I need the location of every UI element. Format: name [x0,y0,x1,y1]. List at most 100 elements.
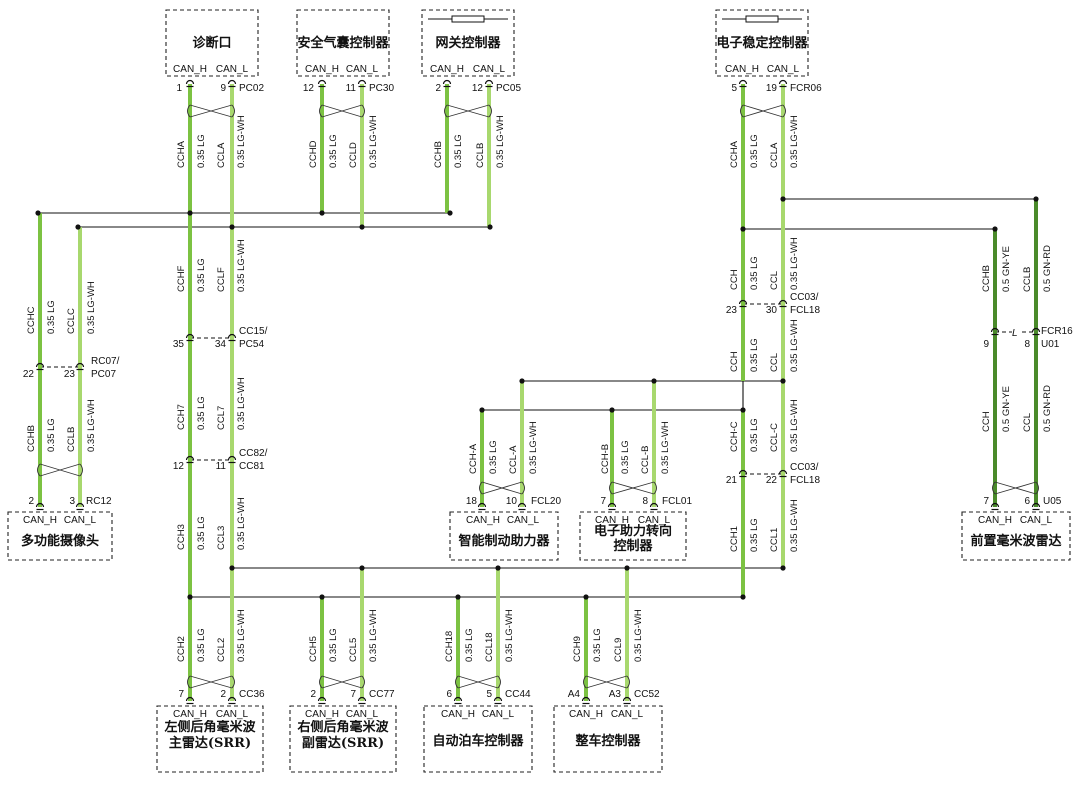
connector-terminal-29 [185,696,195,702]
wire-spec: 0.35 LG-WH [495,115,506,168]
connector-id: CC81 [239,461,265,472]
junction-group [35,79,1041,705]
wire-name: CCHB [981,265,992,292]
junction-dot-14 [651,378,657,384]
junction-dot-10 [1033,196,1039,202]
twisted-pair-mark-9 [187,675,235,689]
pin-number: 11 [346,83,357,94]
connector-id: PC07 [91,369,116,380]
connector-terminal-28 [1031,502,1041,508]
device-eps: CAN_H CAN_L 电子助力转向控制器 [579,511,687,561]
pin-number: 9 [220,83,226,94]
wire-name: CCHA [176,140,187,168]
junction-dot-17 [609,407,615,413]
pin-label-can-l: CAN_L [346,709,379,720]
pin-number: 2 [220,689,226,700]
wire-spec: 0.5 GN-YE [1001,246,1012,292]
device-box [961,511,1071,561]
wire-name: CCLC [66,308,77,334]
pin-number: 34 [215,339,227,350]
wire-spec: 0.35 LG-WH [660,421,671,474]
junction-dot-25 [319,594,325,600]
pin-number: 22 [766,475,778,486]
wire-name: CCHA [729,140,740,168]
pin-number: 35 [173,339,185,350]
pin-number: 2 [435,83,441,94]
pin-label-can-l: CAN_L [216,709,249,720]
connector-id: FCL01 [662,496,692,507]
wire-spec: 0.35 LG-WH [789,115,800,168]
wire-labels: CCHA 0.35 LG CCLA 0.35 LG-WH CCHD 0.35 L… [26,115,1053,662]
connector-id: PC05 [496,83,521,94]
connector-terminal-36 [622,696,632,702]
pin-number: 8 [1024,339,1030,350]
wire-name: CCL2 [216,638,227,662]
pin-label-can-h: CAN_H [305,709,339,720]
wire-name: CCHB [433,141,444,168]
device-name: 网关控制器 [435,35,501,51]
junction-dot-3 [319,210,325,216]
connector-terminal-16 [778,299,788,305]
pin-label-can-l: CAN_L [482,709,515,720]
pin-label-can-l: CAN_L [346,64,379,75]
junction-dot-9 [780,196,786,202]
junction-dot-11 [740,226,746,232]
wire-name: CCH-C [729,421,740,452]
connector-ids: PC02 PC30 PC05 FCR06 RC07/ PC07 RC12 CC1… [86,83,1073,700]
connector-id: RC12 [86,496,112,507]
pin-label-can-h: CAN_H [173,64,207,75]
junction-dot-6 [229,224,235,230]
pin-label-can-h: CAN_H [595,515,629,526]
pin-label-can-l: CAN_L [216,64,249,75]
wire-name: CCL [769,271,780,290]
pin-number: 12 [472,83,484,94]
pin-number: 7 [178,689,184,700]
wire-spec: 0.35 LG [749,338,760,372]
wire-spec: 0.5 GN-RD [1042,245,1053,292]
connector-separators [40,303,1036,475]
device-box [553,705,663,773]
wire-name: CCL-B [640,445,651,474]
wire-name: CCH5 [308,636,319,662]
pin-label-can-l: CAN_L [611,709,644,720]
junction-dot-8 [487,224,493,230]
wire-spec: 0.35 LG [749,518,760,552]
connector-terminal-21 [35,502,45,508]
connector-id: CC44 [505,689,531,700]
junction-dot-28 [740,594,746,600]
device-name: 前置毫米波雷达 [970,533,1061,549]
connector-id: U01 [1041,339,1060,350]
twisted-pair-mark-3 [444,104,492,118]
junction-dot-20 [359,565,365,571]
connector-id: FCR16 [1041,326,1073,337]
wire-name: CCHF [176,265,187,292]
connector-terminal-31 [317,696,327,702]
wire-spec: 0.35 LG [196,628,207,662]
connector-id: FCL20 [531,496,561,507]
connector-terminal-23 [477,502,487,508]
pin-number: 11 [216,461,227,472]
device-name: 诊断口 [192,35,231,51]
wire-spec: 0.35 LG [196,134,207,168]
device-name: 智能制动助力器 [458,533,550,549]
wire-spec: 0.35 LG-WH [504,609,515,662]
junction-dot-22 [624,565,630,571]
pin-number: 7 [983,496,989,507]
pin-number: 6 [1024,496,1030,507]
wire-spec: 0.35 LG-WH [86,399,97,452]
wire-name: CCL-C [769,423,780,452]
connector-terminal-25 [607,502,617,508]
wire-name: CCH [729,351,740,372]
device-airbag: 安全气囊控制器 CAN_H CAN_L [296,9,390,77]
wire-name: CCH9 [572,636,583,662]
device-camera: CAN_H CAN_L 多功能摄像头 [7,511,113,561]
connector-id: CC77 [369,689,395,700]
junction-dot-4 [447,210,453,216]
l-marker: L [1012,328,1018,339]
pin-numbers: 1 9 12 11 2 12 5 19 22 23 2 3 35 34 12 1… [23,83,1031,700]
pin-label-can-h: CAN_H [23,515,57,526]
connector-terminal-20 [1031,327,1041,333]
twisted-pair-mark-7 [609,481,657,495]
wire-group [38,84,1038,701]
